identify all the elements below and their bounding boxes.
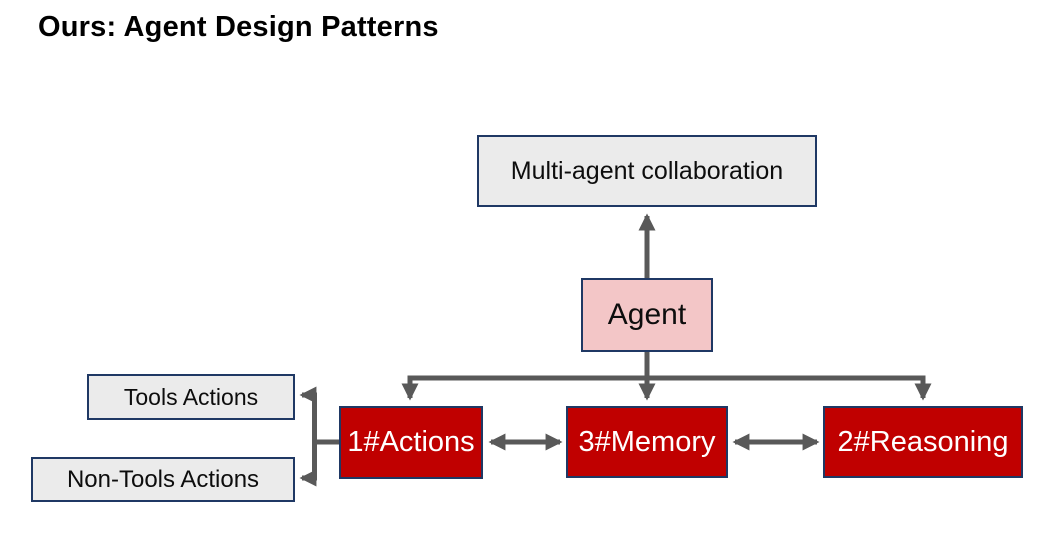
node-agent: Agent [581, 278, 713, 352]
node-tools-actions: Tools Actions [87, 374, 295, 420]
node-reasoning: 2#Reasoning [823, 406, 1023, 478]
node-actions: 1#Actions [339, 406, 483, 479]
edge-bus [401, 375, 932, 401]
edge-bracket-arrows [299, 386, 317, 487]
node-memory: 3#Memory [566, 406, 728, 478]
node-non-tools-actions: Non-Tools Actions [31, 457, 295, 502]
slide-title: Ours: Agent Design Patterns [38, 11, 439, 43]
node-multi-agent-collaboration: Multi-agent collaboration [477, 135, 817, 207]
